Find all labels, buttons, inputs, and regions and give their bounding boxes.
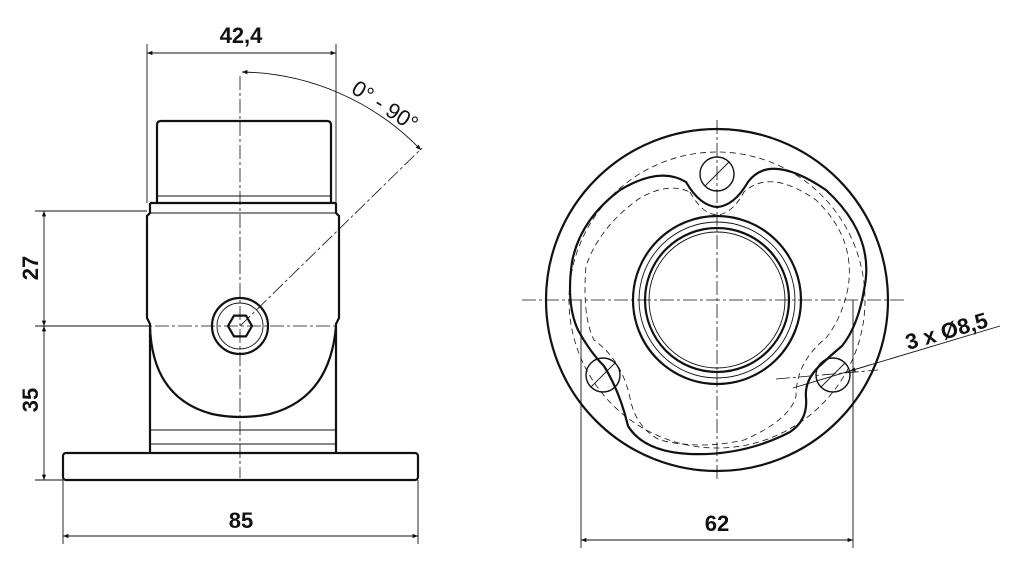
dim-62-label: 62: [705, 511, 729, 536]
trefoil-inner-hidden: [584, 181, 850, 446]
base-plate: [61, 451, 420, 482]
hidden-bolt-circle: [568, 151, 866, 449]
swivel-sleeve: [145, 203, 341, 430]
side-view: 0° - 90° 42,4 27 35 85: [18, 23, 423, 544]
holes-label: 3 x Ø8,5: [902, 308, 990, 355]
dim-85-label: 85: [229, 508, 253, 533]
tube-cap: [155, 119, 333, 203]
pivot-knuckle: [148, 325, 338, 419]
dim-42-label: 42,4: [220, 23, 264, 48]
mounting-hole-right: [815, 357, 851, 393]
flange-outline: [544, 127, 890, 473]
angle-axis-line: [239, 147, 423, 327]
dim-27-label: 27: [18, 256, 43, 280]
angle-label: 0° - 90°: [347, 75, 423, 136]
holes-leader-line: [792, 325, 1001, 389]
trefoil-recess: [568, 167, 868, 456]
central-bore: [643, 226, 791, 374]
hex-screw-inner: [216, 302, 264, 350]
hex-socket-icon: [226, 314, 254, 338]
central-bore-inner: [648, 231, 786, 369]
central-boss-mid: [638, 221, 796, 379]
hex-screw-outer: [210, 296, 270, 356]
top-view: 3 x Ø8,5 62: [522, 120, 1001, 548]
central-boss-outer: [631, 214, 803, 386]
mounting-hole-top: [699, 156, 735, 192]
hole-center-line-right: [775, 369, 879, 380]
angle-arc: [241, 69, 422, 151]
dim-35-label: 35: [18, 388, 43, 412]
mounting-hole-left: [585, 357, 621, 393]
